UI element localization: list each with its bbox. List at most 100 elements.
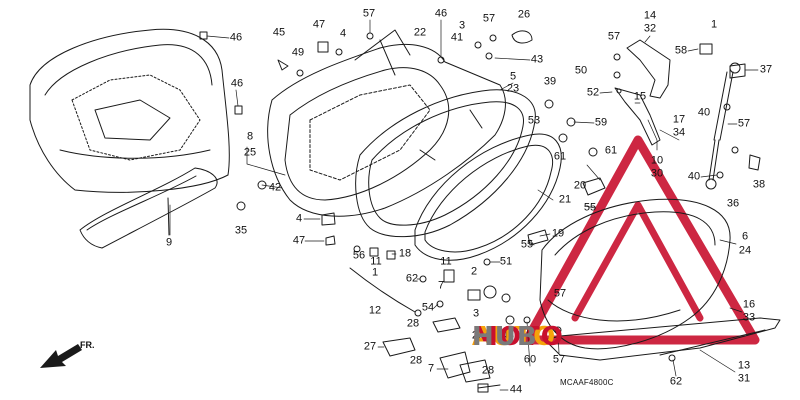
part-label-34: 34 [672,126,686,139]
part-label-7b: 7 [427,362,435,375]
part-label-12: 12 [368,304,382,317]
watermark-prefix: AUTO [472,322,557,352]
part-label-43: 43 [530,53,544,66]
release-cable [349,267,422,317]
part-label-8: 8 [246,130,254,143]
outer-panel [539,198,731,350]
part-label-4: 4 [339,27,347,40]
part-label-46c: 46 [230,77,244,90]
seal-strip [79,167,218,249]
part-label-47b: 47 [292,234,306,247]
part-label-52: 52 [586,86,600,99]
part-label-50: 50 [574,64,588,77]
part-label-28c: 28 [481,364,495,377]
part-label-51: 51 [499,255,513,268]
part-label-38: 38 [752,178,766,191]
part-label-24: 24 [738,244,752,257]
watermark-triangle [522,135,760,345]
part-label-13: 13 [737,359,751,372]
part-label-61: 61 [553,150,567,163]
part-label-62: 62 [405,272,419,285]
gasket-ring [414,133,562,261]
part-label-5: 5 [509,70,517,83]
part-label-57c: 57 [607,30,621,43]
part-label-57b: 57 [482,12,496,25]
part-label-2: 2 [470,265,478,278]
part-label-45: 45 [272,26,286,39]
part-label-37: 37 [759,63,773,76]
part-label-1: 1 [710,18,718,31]
part-label-27: 27 [363,340,377,353]
part-label-57f: 57 [552,353,566,366]
part-label-6: 6 [741,230,749,243]
part-label-57e: 57 [553,287,567,300]
part-label-62b: 62 [669,375,683,388]
trim-strip [544,317,781,361]
part-label-32: 32 [643,22,657,35]
part-label-39: 39 [543,75,557,88]
case-frame [355,89,536,238]
part-label-41: 41 [450,31,464,44]
part-label-7: 7 [437,279,445,292]
part-label-29: 29 [471,329,485,342]
part-label-36: 36 [726,197,740,210]
part-label-59: 59 [594,116,608,129]
part-label-9: 9 [165,236,173,249]
part-label-42: 42 [268,181,282,194]
part-label-21: 21 [558,193,572,206]
upper-bracket [614,39,671,146]
part-label-56: 56 [352,249,366,262]
part-label-46: 46 [229,31,243,44]
latch-assembly [382,317,501,389]
part-label-33: 33 [742,311,756,324]
part-label-57: 57 [362,7,376,20]
part-label-61b: 61 [604,144,618,157]
part-label-58: 58 [674,44,688,57]
part-label-30: 30 [650,167,664,180]
part-label-54: 54 [421,301,435,314]
leader-lines [169,19,759,391]
part-label-14: 14 [643,9,657,22]
part-label-18: 18 [398,247,412,260]
part-label-44: 44 [509,383,523,396]
part-label-49: 49 [291,46,305,59]
part-label-35: 35 [234,224,248,237]
part-label-22: 22 [413,26,427,39]
part-label-1b: 1 [371,266,379,279]
part-label-19: 19 [551,227,565,240]
part-label-4b: 4 [295,212,303,225]
part-label-23: 23 [506,82,520,95]
part-label-16: 16 [742,298,756,311]
watermark-middle: MOTO [472,322,564,352]
part-label-17: 17 [672,113,686,126]
part-label-48: 48 [501,329,515,342]
part-label-11b: 11 [440,255,452,268]
part-label-55b: 55 [520,238,534,251]
part-label-57d: 57 [737,117,751,130]
part-label-31: 31 [737,372,751,385]
part-label-28b: 28 [409,354,423,367]
diagram-code: MCAAF4800C [560,378,614,387]
part-label-20: 20 [573,179,587,192]
part-label-40b: 40 [687,170,701,183]
part-label-40: 40 [697,106,711,119]
front-marker: FR. [80,340,95,350]
watermark-suffix: HUB [472,322,538,352]
fasteners [199,30,761,393]
part-label-60: 60 [523,353,537,366]
part-label-3: 3 [458,19,466,32]
part-label-11: 11 [370,255,382,268]
part-label-55: 55 [583,201,597,214]
front-direction-arrow [40,344,82,368]
part-label-15: 15 [633,90,647,103]
part-label-53: 53 [527,114,541,127]
part-label-46b: 46 [434,7,448,20]
part-label-28: 28 [406,317,420,330]
part-label-26: 26 [517,8,531,21]
inner-shell [267,29,506,217]
part-label-10: 10 [650,154,664,167]
part-label-25: 25 [243,146,257,159]
gas-strut [705,62,741,190]
